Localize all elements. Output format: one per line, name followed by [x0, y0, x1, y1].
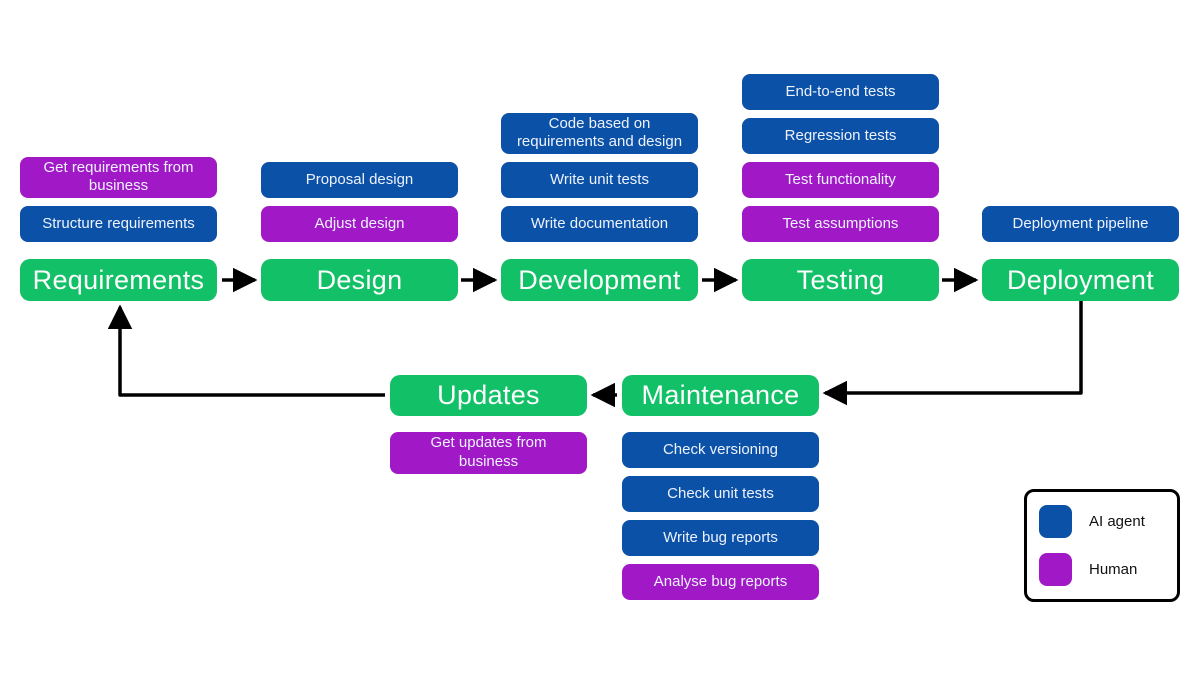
task-test-functionality[interactable]: Test functionality	[742, 162, 939, 198]
stage-column-testing: End-to-end tests Regression tests Test f…	[742, 60, 939, 301]
legend-item-human: Human	[1039, 553, 1165, 586]
task-analyse-bug-reports[interactable]: Analyse bug reports	[622, 564, 819, 600]
stage-box-requirements[interactable]: Requirements	[20, 259, 217, 301]
arrow-deployment-to-maintenance	[822, 301, 1083, 406]
task-stack: Proposal design Adjust design	[261, 162, 458, 242]
task-check-versioning[interactable]: Check versioning	[622, 432, 819, 468]
stage-box-deployment[interactable]: Deployment	[982, 259, 1179, 301]
legend: AI agent Human	[1024, 489, 1180, 602]
stage-column-design: Proposal design Adjust design Design	[261, 60, 458, 301]
task-get-updates-from-business[interactable]: Get updates from business	[390, 432, 587, 474]
task-stack: Get updates from business	[390, 432, 587, 474]
task-stack: Check versioning Check unit tests Write …	[622, 432, 819, 600]
stage-box-development[interactable]: Development	[501, 259, 698, 301]
legend-label: AI agent	[1089, 513, 1145, 530]
task-end-to-end-tests[interactable]: End-to-end tests	[742, 74, 939, 110]
task-write-documentation[interactable]: Write documentation	[501, 206, 698, 242]
ai-agent-color-swatch	[1039, 505, 1072, 538]
task-stack: End-to-end tests Regression tests Test f…	[742, 74, 939, 242]
legend-label: Human	[1089, 561, 1138, 578]
task-stack: Get requirements from business Structure…	[20, 156, 217, 242]
task-stack: Deployment pipeline	[982, 206, 1179, 242]
task-regression-tests[interactable]: Regression tests	[742, 118, 939, 154]
stage-column-deployment: Deployment pipeline Deployment	[982, 60, 1179, 301]
stage-column-development: Code based on requirements and design Wr…	[501, 60, 698, 301]
task-check-unit-tests[interactable]: Check unit tests	[622, 476, 819, 512]
task-test-assumptions[interactable]: Test assumptions	[742, 206, 939, 242]
task-stack: Code based on requirements and design Wr…	[501, 112, 698, 242]
human-color-swatch	[1039, 553, 1072, 586]
task-write-unit-tests[interactable]: Write unit tests	[501, 162, 698, 198]
task-proposal-design[interactable]: Proposal design	[261, 162, 458, 198]
stage-box-design[interactable]: Design	[261, 259, 458, 301]
arrow-updates-to-requirements	[107, 304, 385, 397]
task-code-based-on-requirements[interactable]: Code based on requirements and design	[501, 112, 698, 154]
stage-column-requirements: Get requirements from business Structure…	[20, 60, 217, 301]
legend-item-ai-agent: AI agent	[1039, 505, 1165, 538]
stage-box-testing[interactable]: Testing	[742, 259, 939, 301]
task-get-requirements-from-business[interactable]: Get requirements from business	[20, 156, 217, 198]
task-structure-requirements[interactable]: Structure requirements	[20, 206, 217, 242]
stage-box-maintenance[interactable]: Maintenance	[622, 375, 819, 416]
task-deployment-pipeline[interactable]: Deployment pipeline	[982, 206, 1179, 242]
stage-column-maintenance: Maintenance Check versioning Check unit …	[622, 375, 819, 600]
task-adjust-design[interactable]: Adjust design	[261, 206, 458, 242]
task-write-bug-reports[interactable]: Write bug reports	[622, 520, 819, 556]
stage-box-updates[interactable]: Updates	[390, 375, 587, 416]
stage-column-updates: Updates Get updates from business	[390, 375, 587, 474]
